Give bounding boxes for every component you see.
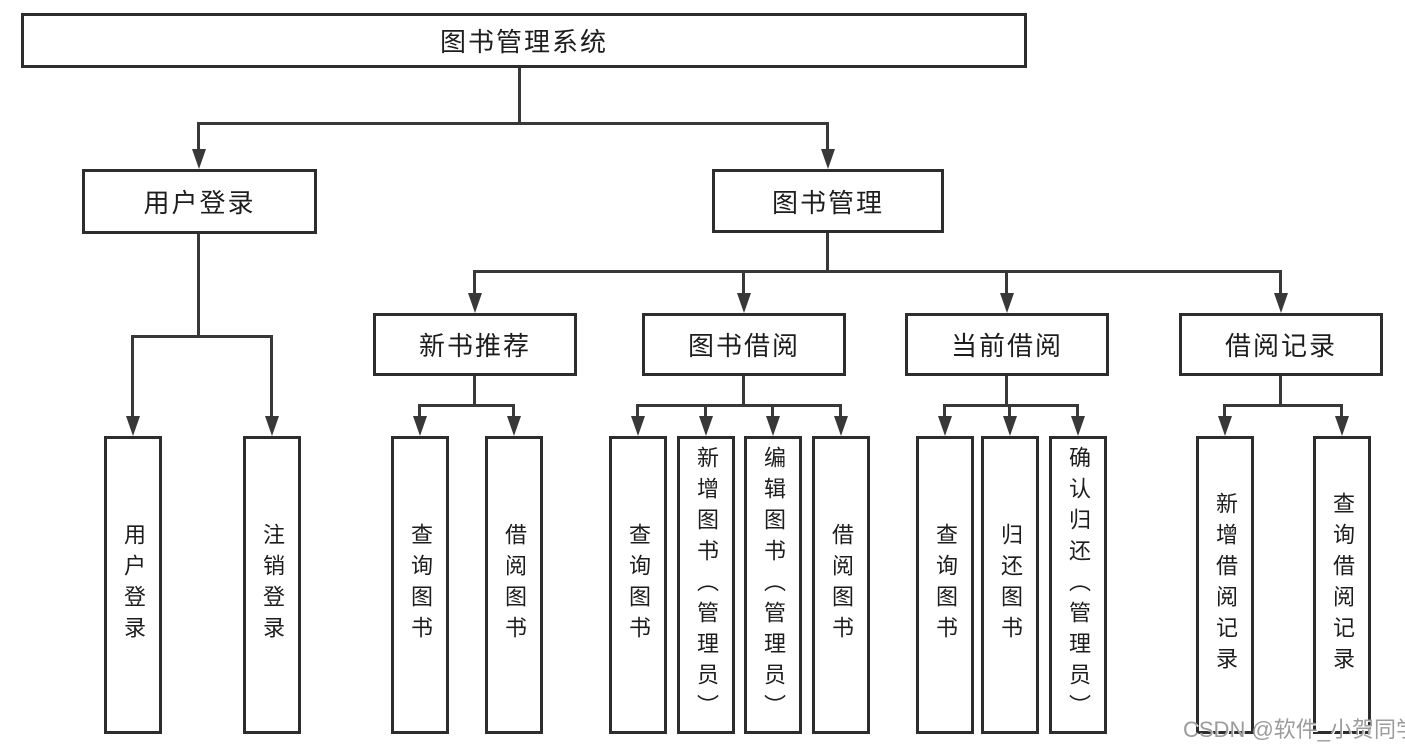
leaf-label: 注销登录 (260, 523, 285, 647)
connector-rail (943, 404, 1079, 407)
arrow-down-icon (192, 149, 206, 169)
node-label: 新书推荐 (418, 331, 531, 361)
arrow-down-icon (737, 293, 751, 313)
connector-rail (1223, 404, 1343, 407)
connector-arrow-stem (742, 270, 745, 301)
arrow-down-icon (1071, 416, 1085, 436)
connector-arrow-stem (1279, 270, 1282, 301)
leaf-query-books-current: 查询图书 (916, 436, 974, 734)
connector-arrow-stem (943, 404, 946, 424)
connector-stem (742, 376, 745, 406)
connector-arrow-stem (473, 270, 476, 301)
arrow-down-icon (468, 293, 482, 313)
leaf-user-login: 用户登录 (104, 436, 162, 734)
leaf-label: 新增图书（管理员） (694, 445, 719, 725)
connector-arrow-stem (131, 335, 134, 424)
node-new-book-recommendation: 新书推荐 (373, 313, 577, 376)
connector-stem (197, 234, 200, 337)
connector-arrow-stem (418, 404, 421, 424)
connector-stem (1279, 376, 1282, 406)
leaf-add-book-admin: 新增图书（管理员） (677, 436, 735, 734)
connector-arrow-stem (839, 404, 842, 424)
arrow-down-icon (699, 416, 713, 436)
leaf-label: 查询图书 (408, 523, 433, 647)
connector-arrow-stem (636, 404, 639, 424)
node-book-management: 图书管理 (712, 169, 944, 233)
connector-arrow-stem (1076, 404, 1079, 424)
node-user-login: 用户登录 (82, 169, 317, 234)
leaf-borrow-books: 借阅图书 (812, 436, 870, 734)
csdn-watermark: CSDN @软件_小贺同学 (1183, 717, 1405, 742)
node-label: 当前借阅 (950, 331, 1063, 361)
node-label: 图书管理 (771, 187, 884, 218)
connector-stem (473, 376, 476, 406)
connector-rail (636, 404, 842, 407)
connector-arrow-stem (197, 122, 200, 157)
leaf-label: 编辑图书（管理员） (761, 445, 786, 725)
node-label: 借阅记录 (1224, 331, 1337, 361)
leaf-edit-book-admin: 编辑图书（管理员） (744, 436, 802, 734)
connector-rail (418, 404, 515, 407)
node-book-borrowing: 图书借阅 (642, 313, 846, 376)
connector-rail (473, 270, 1282, 273)
arrow-down-icon (821, 149, 835, 169)
node-library-management-system: 图书管理系统 (21, 13, 1027, 68)
arrow-down-icon (507, 416, 521, 436)
arrow-down-icon (766, 416, 780, 436)
connector-stem (518, 68, 521, 122)
arrow-down-icon (1335, 416, 1349, 436)
leaf-label: 查询借阅记录 (1330, 492, 1355, 678)
connector-rail (197, 122, 829, 125)
connector-stem (826, 233, 829, 272)
leaf-add-borrow-record: 新增借阅记录 (1196, 436, 1254, 734)
leaf-label: 查询图书 (933, 523, 958, 647)
connector-rail (131, 335, 273, 338)
connector-arrow-stem (1005, 270, 1008, 301)
arrow-down-icon (938, 416, 952, 436)
leaf-label: 新增借阅记录 (1213, 492, 1238, 678)
leaf-label: 归还图书 (998, 523, 1023, 647)
leaf-query-borrow-record: 查询借阅记录 (1313, 436, 1371, 734)
arrow-down-icon (631, 416, 645, 436)
connector-arrow-stem (1223, 404, 1226, 424)
arrow-down-icon (1003, 416, 1017, 436)
node-label: 用户登录 (143, 188, 256, 218)
arrow-down-icon (1000, 293, 1014, 313)
connector-stem (1005, 376, 1008, 406)
arrow-down-icon (413, 416, 427, 436)
leaf-label: 确认归还（管理员） (1066, 445, 1091, 725)
leaf-label: 查询图书 (626, 523, 651, 647)
connector-arrow-stem (1340, 404, 1343, 424)
node-borrowing-records: 借阅记录 (1179, 313, 1383, 376)
connector-arrow-stem (826, 122, 829, 157)
arrow-down-icon (265, 416, 279, 436)
node-current-borrowing: 当前借阅 (905, 313, 1109, 376)
connector-arrow-stem (512, 404, 515, 424)
leaf-label: 借阅图书 (829, 523, 854, 647)
connector-arrow-stem (704, 404, 707, 424)
leaf-logout: 注销登录 (243, 436, 301, 734)
leaf-label: 借阅图书 (502, 523, 527, 647)
arrow-down-icon (126, 416, 140, 436)
node-label: 图书管理系统 (439, 27, 608, 57)
leaf-return-books: 归还图书 (981, 436, 1039, 734)
connector-arrow-stem (270, 335, 273, 424)
arrow-down-icon (834, 416, 848, 436)
node-label: 图书借阅 (687, 331, 800, 361)
arrow-down-icon (1274, 293, 1288, 313)
leaf-confirm-return-admin: 确认归还（管理员） (1049, 436, 1107, 734)
leaf-query-books-recommend: 查询图书 (391, 436, 449, 734)
leaf-query-books-borrow: 查询图书 (609, 436, 667, 734)
arrow-down-icon (1218, 416, 1232, 436)
connector-arrow-stem (771, 404, 774, 424)
connector-arrow-stem (1008, 404, 1011, 424)
leaf-borrow-books-recommend: 借阅图书 (485, 436, 543, 734)
leaf-label: 用户登录 (121, 523, 146, 647)
